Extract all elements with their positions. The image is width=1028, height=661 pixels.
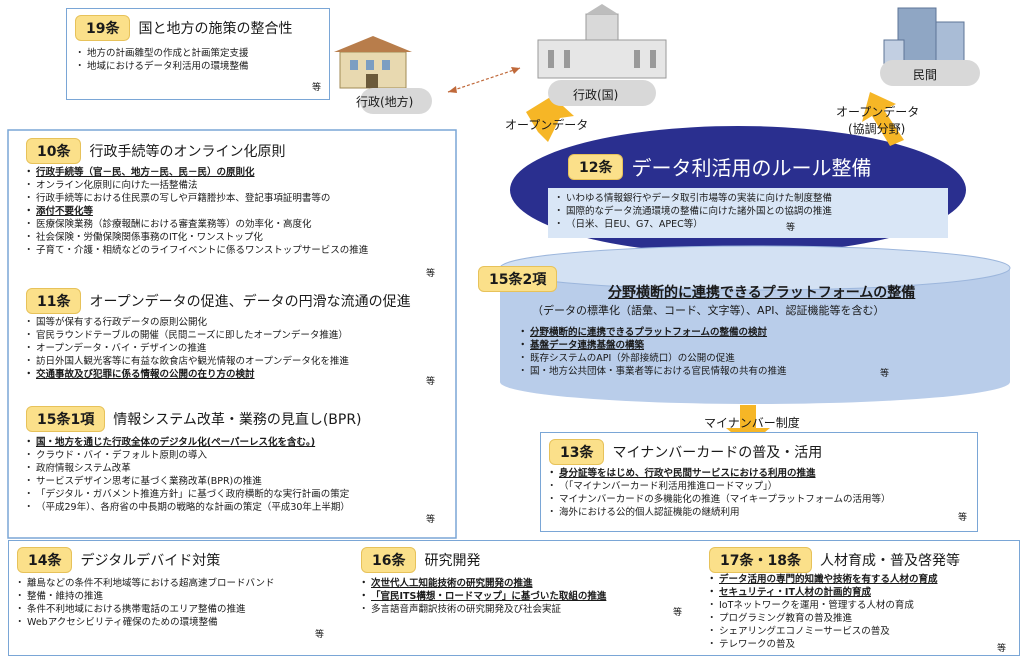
article-10-list: 行政手続等（官－民、地方－民、民－民）の原則化 オンライン化原則に向けた一括整備…	[24, 166, 368, 257]
list-item: 国・地方を通じた行政全体のデジタル化(ペーパーレス化を含む。)	[24, 436, 350, 449]
etc-mark: 等	[880, 369, 890, 379]
list-item: 「官民ITS構想・ロードマップ」に基づいた取組の推進	[359, 590, 606, 603]
list-item: Webアクセシビリティ確保のための環境整備	[15, 616, 274, 629]
article-15-1-list: 国・地方を通じた行政全体のデジタル化(ペーパーレス化を含む。) クラウド・バイ・…	[24, 436, 350, 514]
opendata-right-label: オープンデータ	[836, 105, 920, 119]
list-item: 国等が保有する行政データの原則公開化	[24, 316, 349, 329]
bottom-panel: 14条 デジタルデバイド対策 離島などの条件不利地域等における超高速ブロードバン…	[8, 540, 1020, 656]
national-gov-building-icon	[537, 4, 667, 106]
opendata-left-arrow	[526, 96, 574, 142]
list-item: 多言語音声翻訳技術の研究開発及び社会実証	[359, 603, 606, 616]
list-item: 訪日外国人観光客等に有益な飲食店や観光情報のオープンデータ化を推進	[24, 355, 349, 368]
list-item: 行政手続等（官－民、地方－民、民－民）の原則化	[24, 166, 368, 179]
article-19-list: 地方の計画雛型の作成と計画策定支援 地域におけるデータ利活用の環境整備	[75, 47, 249, 73]
list-item: 行政手続等における住民票の写しや戸籍謄抄本、登記事項証明書等の	[24, 192, 368, 205]
list-item: 社会保険・労働保険関係事務のIT化・ワンストップ化	[24, 231, 368, 244]
etc-mark: 等	[673, 608, 683, 618]
local-gov-label: 行政(地方)	[356, 95, 414, 109]
etc-mark: 等	[426, 377, 436, 387]
national-gov-label: 行政(国)	[573, 88, 619, 102]
list-item: 「デジタル・ガバメント推進方針」に基づく政府横断的な実行計画の策定	[24, 488, 350, 501]
article-10-title: 行政手続等のオンライン化原則	[89, 144, 286, 160]
article-10-badge: 10条	[26, 138, 82, 164]
article-19-title: 国と地方の施策の整合性	[138, 21, 293, 37]
private-sector-buildings-icon	[880, 7, 980, 86]
etc-mark: 等	[311, 83, 321, 93]
opendata-left-label: オープンデータ	[505, 118, 589, 132]
article-15-2-list: 分野横断的に連携できるプラットフォームの整備の検討 基盤データ連携基盤の構築 既…	[518, 326, 787, 378]
list-item: 分野横断的に連携できるプラットフォームの整備の検討	[518, 326, 787, 339]
list-item: シェアリングエコノミーサービスの普及	[707, 625, 938, 638]
article-15-2-subtitle: （データの標準化（語彙、コード、文字等）、API、認証機能等を含む）	[532, 304, 885, 317]
local-gov-building-icon	[334, 36, 432, 114]
article-19-box: 19条 国と地方の施策の整合性 地方の計画雛型の作成と計画策定支援 地域における…	[66, 8, 330, 100]
article-17-18-title: 人材育成・普及啓発等	[819, 553, 960, 569]
article-15-1-title: 情報システム改革・業務の見直し(BPR)	[113, 412, 362, 428]
list-item: 海外における公的個人認証機能の継続利用	[547, 506, 890, 519]
list-item: 既存システムのAPI（外部接続口）の公開の促進	[518, 352, 787, 365]
etc-mark: 等	[997, 644, 1007, 654]
article-12-items-box: いわゆる情報銀行やデータ取引市場等の実装に向けた制度整備 国際的なデータ流通環境…	[548, 188, 948, 238]
list-item: 基盤データ連携基盤の構築	[518, 339, 787, 352]
list-item: オープンデータ・バイ・デザインの推進	[24, 342, 349, 355]
list-item: （日米、日EU、G7、APEC等）	[554, 218, 832, 231]
list-item: 条件不利地域における携帯電話のエリア整備の推進	[15, 603, 274, 616]
etc-mark: 等	[426, 515, 436, 525]
article-16-badge: 16条	[361, 547, 417, 573]
article-13-badge: 13条	[549, 439, 605, 465]
list-item: 地域におけるデータ利活用の環境整備	[75, 60, 249, 73]
list-item: いわゆる情報銀行やデータ取引市場等の実装に向けた制度整備	[554, 192, 832, 205]
opendata-right-sublabel: (協調分野)	[848, 122, 906, 136]
list-item: オンライン化原則に向けた一括整備法	[24, 179, 368, 192]
list-item: データ活用の専門的知識や技術を有する人材の育成	[707, 573, 938, 586]
list-item: マイナンバーカードの多機能化の推進（マイキープラットフォームの活用等）	[547, 493, 890, 506]
article-14-title: デジタルデバイド対策	[80, 553, 221, 569]
article-11-badge: 11条	[26, 288, 82, 314]
article-12-badge: 12条	[568, 153, 624, 180]
list-item: 身分証等をはじめ、行政や民間サービスにおける利用の推進	[547, 467, 890, 480]
etc-mark: 等	[315, 630, 325, 640]
list-item: 官民ラウンドテーブルの開催（民間ニーズに即したオープンデータ推進）	[24, 329, 349, 342]
article-11-title: オープンデータの促進、データの円滑な流通の促進	[89, 294, 411, 310]
article-15-2-badge: 15条2項	[478, 266, 558, 292]
list-item: 国際的なデータ流通環境の整備に向けた諸外国との協調の推進	[554, 205, 832, 218]
etc-mark: 等	[426, 269, 436, 279]
opendata-right-arrow	[862, 92, 904, 146]
list-item: 国・地方公共団体・事業者等における官民情報の共有の推進	[518, 365, 787, 378]
private-sector-label: 民間	[913, 68, 938, 82]
etc-mark: 等	[957, 513, 967, 523]
list-item: 添付不要化等	[24, 205, 368, 218]
list-item: IoTネットワークを運用・管理する人材の育成	[707, 599, 938, 612]
article-11-list: 国等が保有する行政データの原則公開化 官民ラウンドテーブルの開催（民間ニーズに即…	[24, 316, 349, 381]
article-13-box: 13条 マイナンバーカードの普及・活用 身分証等をはじめ、行政や民間サービスにお…	[540, 432, 978, 532]
list-item: 政府情報システム改革	[24, 462, 350, 475]
article-15-2-title: 分野横断的に連携できるプラットフォームの整備	[608, 285, 916, 301]
list-item: 子育て・介護・相続などのライフイベントに係るワンストップサービスの推進	[24, 244, 368, 257]
list-item: 医療保険業務（診療報酬における審査業務等）の効率化・高度化	[24, 218, 368, 231]
list-item: （平成29年）、各府省の中長期の戦略的な計画の策定（平成30年上半期）	[24, 501, 350, 514]
article-15-1-badge: 15条1項	[26, 406, 106, 432]
list-item: テレワークの普及	[707, 638, 938, 651]
article-12-title: データ利活用のルール整備	[631, 156, 872, 180]
list-item: セキュリティ・IT人材の計画的育成	[707, 586, 938, 599]
article-14-badge: 14条	[17, 547, 73, 573]
article-16-title: 研究開発	[424, 553, 481, 569]
list-item: 離島などの条件不利地域等における超高速ブロードバンド	[15, 577, 274, 590]
list-item: 次世代人工知能技術の研究開発の推進	[359, 577, 606, 590]
list-item: 地方の計画雛型の作成と計画策定支援	[75, 47, 249, 60]
mynumber-system-label: マイナンバー制度	[704, 416, 800, 430]
article-17-18-badge: 17条・18条	[709, 547, 812, 573]
article-19-badge: 19条	[75, 15, 131, 41]
list-item: クラウド・バイ・デフォルト原則の導入	[24, 449, 350, 462]
etc-mark: 等	[786, 223, 796, 233]
article-13-title: マイナンバーカードの普及・活用	[612, 445, 823, 461]
list-item: （「マイナンバーカード利活用推進ロードマップ」）	[547, 480, 890, 493]
list-item: 交通事故及び犯罪に係る情報の公開の在り方の検討	[24, 368, 349, 381]
list-item: 整備・維持の推進	[15, 590, 274, 603]
list-item: プログラミング教育の普及推進	[707, 612, 938, 625]
list-item: サービスデザイン思考に基づく業務改革(BPR)の推進	[24, 475, 350, 488]
